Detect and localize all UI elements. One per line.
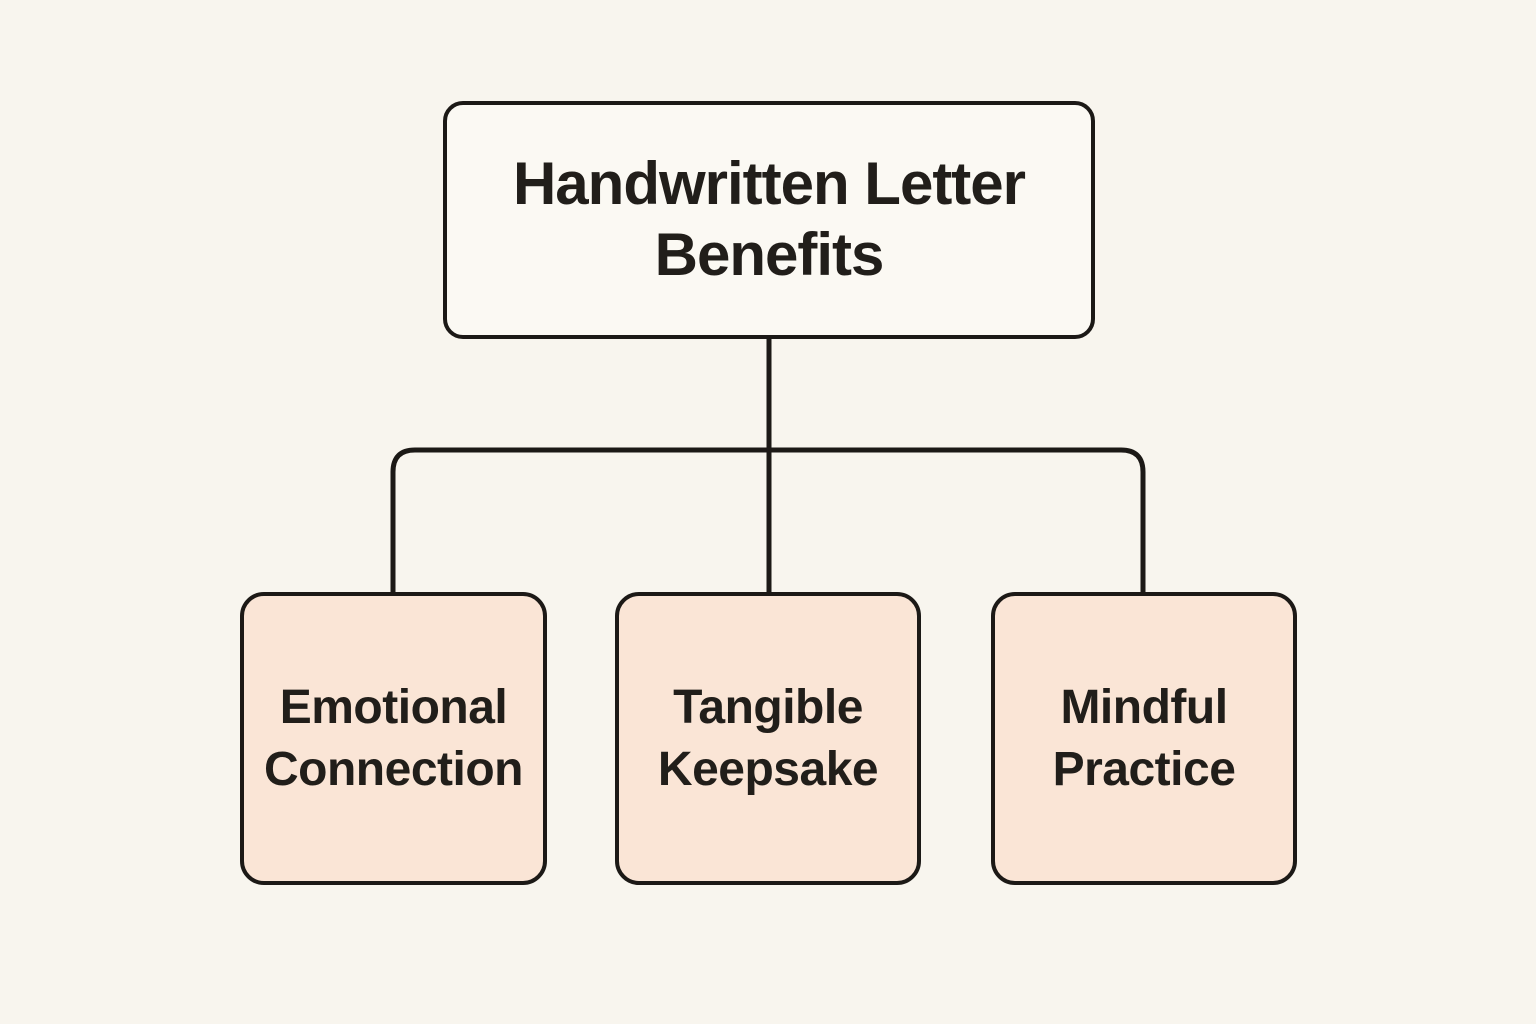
node-root-label: Handwritten Letter Benefits bbox=[512, 150, 1026, 288]
connector-rail bbox=[390, 447, 1146, 592]
node-mindful-practice: Mindful Practice bbox=[991, 592, 1297, 885]
node-child-label: Tangible Keepsake bbox=[657, 681, 879, 796]
node-emotional-connection: Emotional Connection bbox=[240, 592, 547, 885]
node-root: Handwritten Letter Benefits bbox=[443, 101, 1095, 339]
node-tangible-keepsake: Tangible Keepsake bbox=[615, 592, 921, 885]
node-child-label: Mindful Practice bbox=[1052, 681, 1236, 796]
node-child-label: Emotional Connection bbox=[264, 681, 523, 796]
